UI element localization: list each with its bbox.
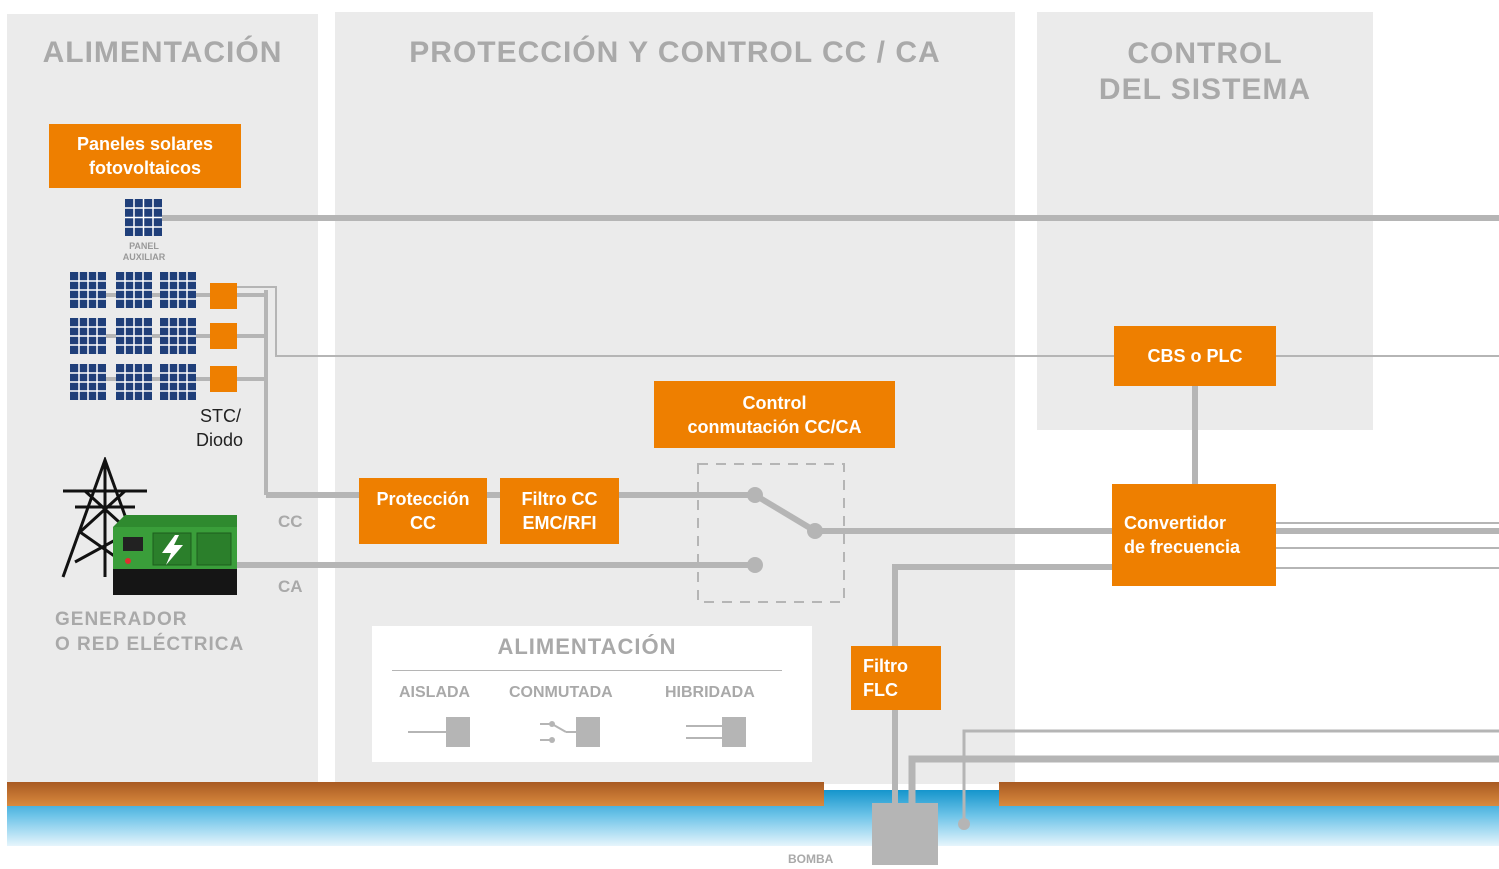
thin-control-line (236, 286, 1499, 357)
pump-power-line (908, 755, 1499, 805)
pump-sensor-line (962, 729, 1499, 822)
filtro-cc-line1: Filtro CC (521, 489, 598, 509)
ground-right (999, 782, 1499, 806)
switch-terminal-ca (747, 557, 763, 573)
paneles-line1: Paneles solares (76, 134, 214, 154)
paneles-line2: fotovoltaicos (88, 158, 201, 178)
filtro-flc-box: Filtro FLC (851, 646, 941, 710)
switch-dashed-frame (697, 463, 845, 603)
cbs-label: CBS o PLC (1147, 346, 1243, 366)
switch-terminal-cc (747, 487, 763, 503)
panel-aux-line2: AUXILIAR (122, 252, 166, 262)
legend-title: ALIMENTACIÓN (497, 634, 677, 659)
stc-line2: Diodo (196, 430, 244, 450)
solar-panel-array (69, 271, 198, 402)
legend-option-hibridada: HIBRIDADA (665, 684, 755, 701)
bomba-label: BOMBA (788, 852, 834, 866)
cc-label: CC (278, 512, 303, 531)
stc-box-1 (210, 283, 237, 309)
section-title-control: CONTROL DEL SISTEMA (1037, 36, 1373, 108)
proteccion-line1: Protección (376, 489, 470, 509)
stc-box-3 (210, 366, 237, 392)
filtro-cc-box: Filtro CC EMC/RFI (500, 478, 619, 544)
generador-label: GENERADOR O RED ELÉCTRICA (55, 607, 244, 657)
section-title-alimentacion: ALIMENTACIÓN (42, 36, 283, 69)
legend-panel: ALIMENTACIÓN AISLADA CONMUTADA HIBRIDADA (372, 626, 812, 762)
filtro-flc-line1: Filtro (863, 656, 908, 676)
control-conmutacion-box: Control conmutación CC/CA (654, 381, 895, 448)
paneles-solares-box: Paneles solares fotovoltaicos (49, 124, 241, 188)
proteccion-cc-box: Protección CC (359, 478, 487, 544)
cbs-plc-box: CBS o PLC (1114, 326, 1276, 386)
filtro-cc-line2: EMC/RFI (522, 513, 597, 533)
panel-aux-line1: PANEL (129, 241, 159, 251)
pump-body (872, 803, 938, 865)
switch-terminal-out (807, 523, 823, 539)
convertidor-line1: Convertidor (1124, 513, 1227, 533)
control-line1: Control (742, 392, 807, 413)
legend-icons (408, 717, 746, 747)
section-title-control-line1: CONTROL (1127, 37, 1283, 70)
legend-option-aislada: AISLADA (399, 684, 471, 701)
switch-blade (753, 492, 817, 534)
panel-aux-label: PANEL AUXILIAR (110, 241, 178, 263)
filtro-flc-line2: FLC (863, 680, 898, 700)
convertidor-box: Convertidor de frecuencia (1112, 484, 1276, 586)
stc-line1: STC/ (200, 406, 242, 426)
conv-pump-line (892, 564, 1112, 805)
generator-grid-icon (61, 457, 237, 595)
section-title-control-line2: DEL SISTEMA (1098, 73, 1312, 106)
convertidor-line2: de frecuencia (1124, 537, 1241, 557)
control-line2: conmutación CC/CA (687, 416, 862, 437)
ground-left (7, 782, 824, 806)
legend-option-conmutada: CONMUTADA (509, 684, 613, 701)
legend-divider (392, 670, 782, 671)
section-title-proteccion: PROTECCIÓN Y CONTROL CC / CA (409, 36, 941, 69)
stc-box-2 (210, 323, 237, 349)
proteccion-line2: CC (410, 513, 436, 533)
ca-label: CA (278, 577, 303, 596)
solar-array-icon (69, 271, 197, 401)
aux-solar-panel-icon (125, 199, 162, 236)
generador-line2: O RED ELÉCTRICA (55, 634, 245, 655)
sensor-terminal (958, 818, 970, 830)
generador-line1: GENERADOR (55, 609, 188, 630)
stc-label: STC/ Diodo (196, 404, 243, 452)
